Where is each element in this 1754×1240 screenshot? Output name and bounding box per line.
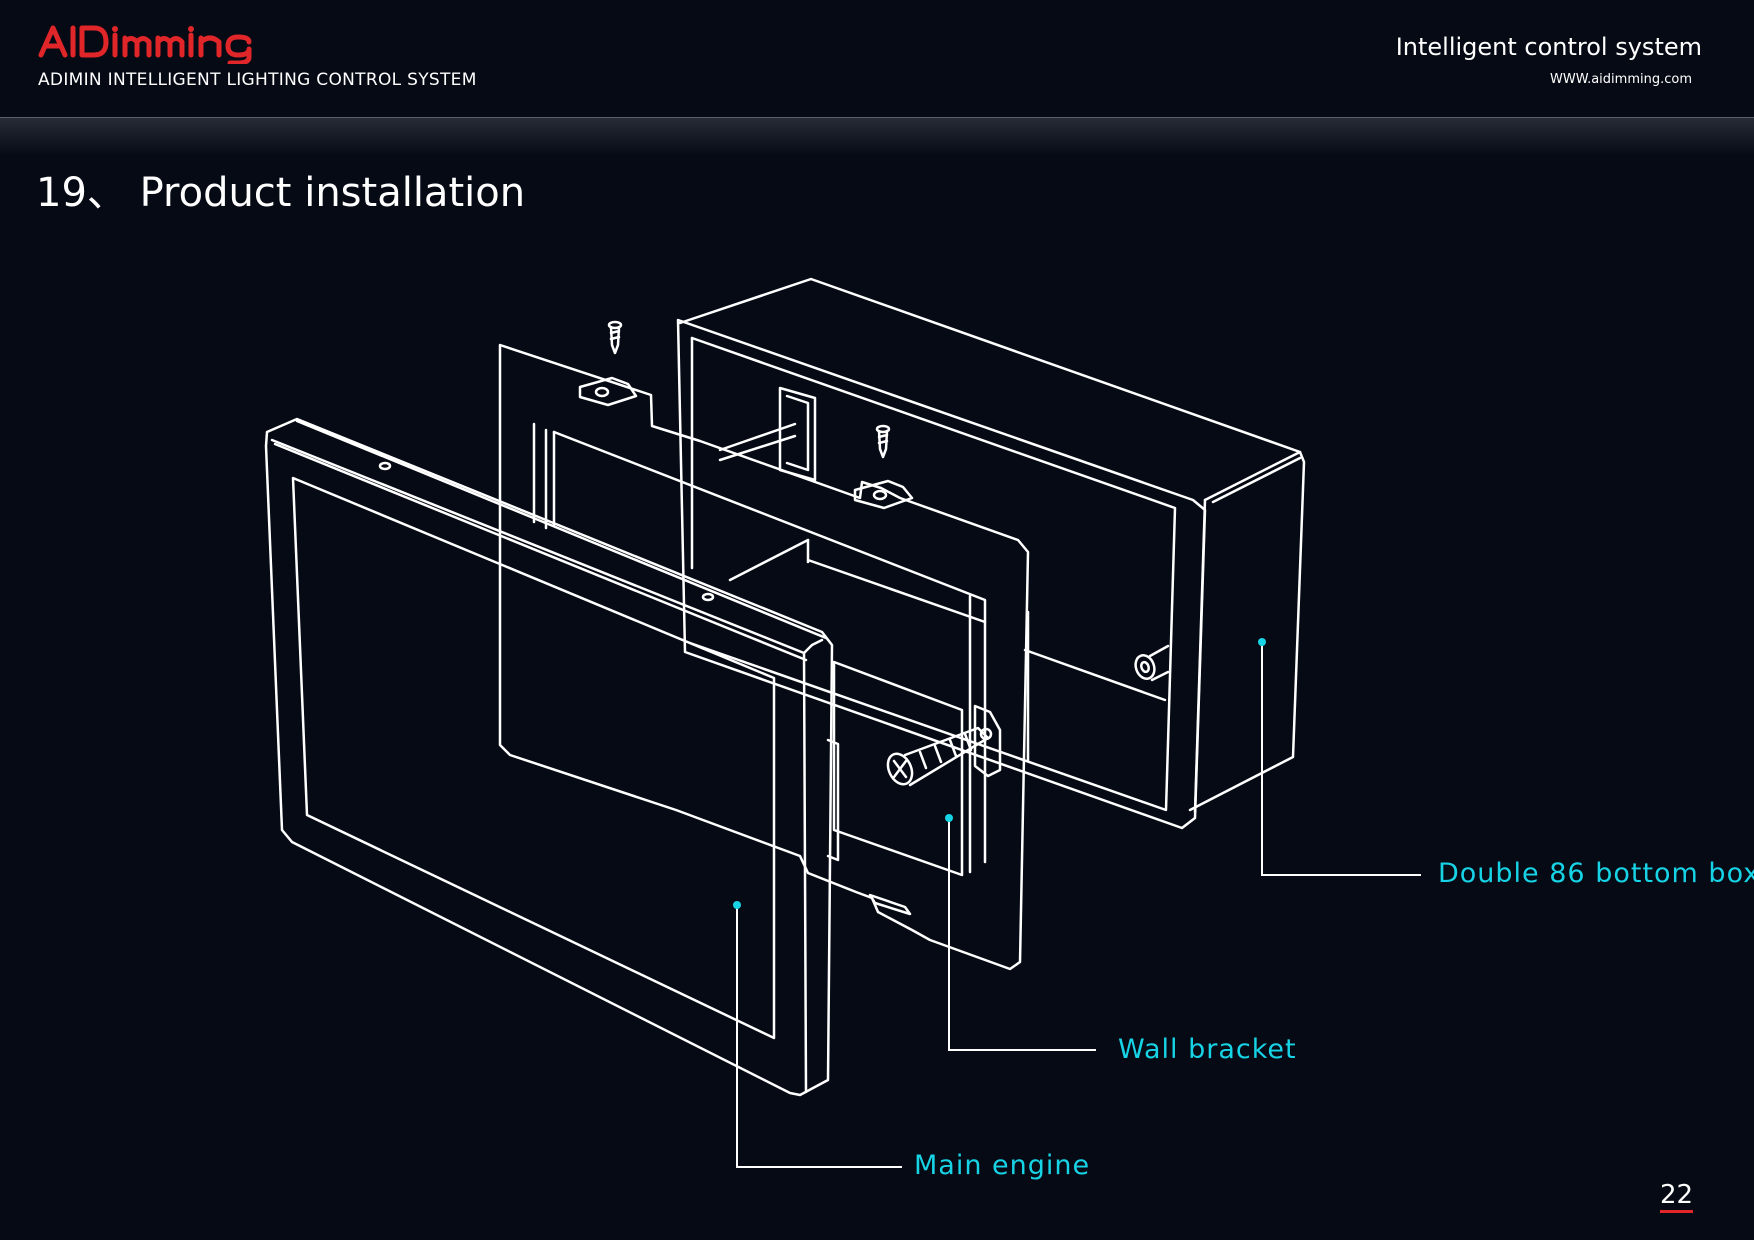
page-number: 22 xyxy=(1660,1180,1694,1213)
callout-wall-bracket-label: Wall bracket xyxy=(1118,1034,1297,1065)
wall-bracket-illustration xyxy=(498,343,1030,971)
main-engine-illustration xyxy=(264,417,840,1097)
leader-line-main-engine xyxy=(736,905,902,1168)
aidimming-logo xyxy=(38,25,252,64)
leader-line-bottom-box xyxy=(1261,642,1421,876)
callout-main-engine-label: Main engine xyxy=(914,1150,1091,1181)
header-bar xyxy=(0,0,1754,118)
header-url: WWW.aidimming.com xyxy=(1550,72,1692,87)
callout-dot-wall-bracket xyxy=(945,814,953,822)
callout-dot-bottom-box xyxy=(1258,638,1266,646)
page-title: 19、 Product installation xyxy=(36,170,526,216)
callout-bottom-box-label: Double 86 bottom box xyxy=(1438,858,1754,889)
company-name: ADIMIN INTELLIGENT LIGHTING CONTROL SYST… xyxy=(38,70,477,90)
header-divider-glow xyxy=(0,118,1754,156)
bottom-box-illustration xyxy=(676,277,1306,830)
leader-line-wall-bracket xyxy=(948,818,1096,1051)
screw-illustrations xyxy=(607,320,993,787)
callout-dot-main-engine xyxy=(733,901,741,909)
header-tagline: Intelligent control system xyxy=(1395,33,1702,61)
